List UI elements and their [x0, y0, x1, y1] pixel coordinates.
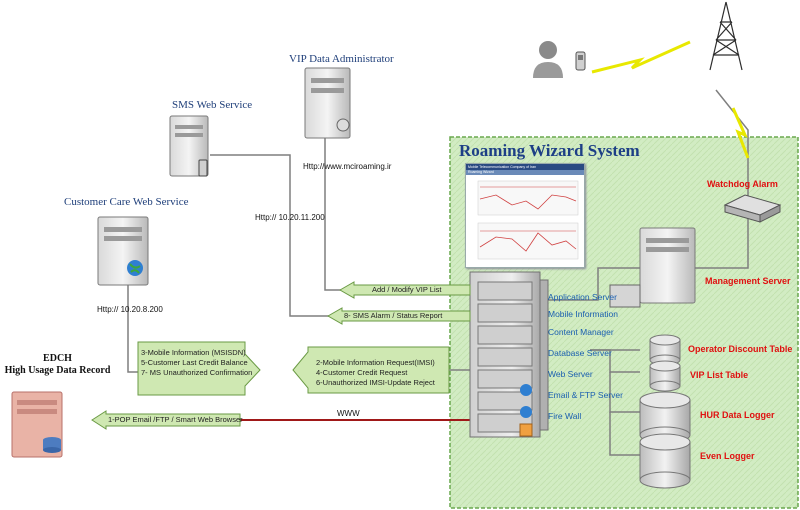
server-firewall: Fire Wall	[548, 411, 582, 421]
system-title: Roaming Wizard System	[459, 141, 640, 160]
label-operator-discount: Operator Discount Table	[688, 344, 793, 354]
url-mci: Http://www.mciroaming.ir	[303, 162, 392, 171]
customer-care-server-icon	[97, 216, 149, 286]
server-application: Application Server	[548, 292, 617, 302]
flow-left-line-1: 3-Mobile Information (MSISDN)	[141, 348, 246, 357]
server-rack-icon	[469, 271, 549, 438]
server-mobile-info: Mobile Information	[548, 309, 618, 319]
label-vip-admin: VIP Data Administrator	[289, 53, 394, 65]
server-content-manager: Content Manager	[548, 327, 614, 337]
flow-add-vip: Add / Modify VIP List	[372, 285, 442, 294]
label-customer-care: Customer Care Web Service	[64, 196, 189, 208]
flow-left-line-3: 7- MS Unauthorized Confirmation	[141, 368, 253, 377]
server-email-ftp: Email & FTP Server	[548, 390, 623, 400]
vip-admin-server-icon	[304, 67, 351, 139]
label-sms-service: SMS Web Service	[172, 99, 253, 111]
vip-list-db-icon	[649, 360, 681, 392]
arrow-sms-alarm	[326, 307, 471, 325]
flow-right-line-3: 6-Unauthorized IMSI-Update Reject	[316, 378, 435, 387]
label-vip-list-table: VIP List Table	[690, 370, 749, 380]
even-logger-db-icon	[639, 433, 691, 489]
url-sms-ip: Http:// 10.20.11.200	[255, 213, 325, 222]
sms-server-icon	[169, 115, 209, 177]
mobile-user-icon	[533, 41, 586, 78]
screenshot-subheader: Roaming Wizard	[466, 170, 584, 175]
wireless-link-icon-2	[731, 107, 750, 159]
screenshot-header: Mobile Telecommunication Company of Iran	[466, 164, 584, 170]
edch-title: EDCH	[43, 353, 72, 364]
management-server-icon	[609, 227, 696, 308]
label-edch: EDCH High Usage Data Record	[0, 353, 115, 377]
arrow-add-vip	[338, 281, 471, 299]
label-management-server: Management Server	[705, 276, 791, 286]
arrow-right-block	[292, 346, 450, 394]
watchdog-device-icon	[723, 194, 782, 223]
url-cc-ip: Http:// 10.20.8.200	[97, 305, 163, 314]
cell-tower-icon	[709, 1, 743, 71]
flow-left-block: 3-Mobile Information (MSISDN) 5-Customer…	[141, 348, 252, 378]
label-hur-logger: HUR Data Logger	[700, 410, 775, 420]
arrow-pop	[91, 410, 241, 430]
server-web: Web Server	[548, 369, 593, 379]
flow-right-line-1: 2-Mobile Information Request(IMSI)	[316, 358, 435, 367]
label-watchdog: Watchdog Alarm	[707, 179, 778, 189]
hur-logger-db-icon	[639, 391, 691, 444]
label-even-logger: Even Logger	[700, 451, 755, 461]
flow-sms-alarm: 8- SMS Alarm / Status Report	[344, 311, 443, 320]
edch-subtitle: High Usage Data Record	[4, 365, 111, 376]
url-www: WWW	[337, 409, 360, 418]
flow-left-line-2: 5-Customer Last Credit Balance	[141, 358, 248, 367]
server-database: Database Server	[548, 348, 612, 358]
dashboard-screenshot: Mobile Telecommunication Company of Iran…	[465, 163, 585, 268]
wireless-link-icon	[591, 40, 691, 74]
arrow-left-block	[137, 341, 261, 396]
edch-server-icon	[11, 391, 63, 458]
flow-pop: 1-POP Email /FTP / Smart Web Browser	[108, 415, 243, 424]
screenshot-charts	[477, 180, 579, 260]
flow-right-block: 2-Mobile Information Request(IMSI) 4-Cus…	[316, 358, 435, 388]
flow-right-line-2: 4-Customer Credit Request	[316, 368, 408, 377]
